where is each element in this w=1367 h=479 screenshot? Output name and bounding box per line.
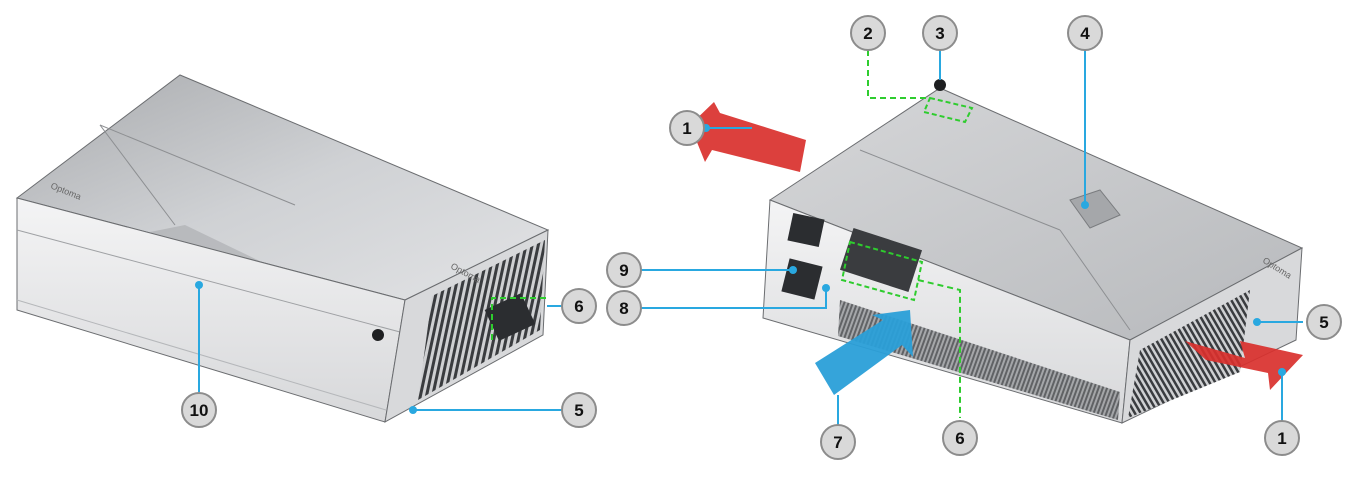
- right-leaders: [640, 50, 1303, 425]
- callout-2-label: 2: [863, 24, 872, 43]
- left-top-groove: [99, 124, 176, 226]
- callout-6-right-label: 6: [955, 429, 964, 448]
- callout-1-top: 1: [669, 110, 705, 146]
- leader-10-dot: [195, 281, 203, 289]
- airflow-arrows: [690, 102, 1303, 395]
- leader-2-box: [922, 96, 974, 124]
- leader-4-dot: [1081, 201, 1089, 209]
- callout-4-label: 4: [1080, 24, 1090, 43]
- right-top-groove-2: [1059, 229, 1131, 331]
- exhaust-arrow-top: [690, 102, 806, 172]
- leader-2-dashed: [867, 50, 930, 99]
- callout-10-label: 10: [190, 401, 209, 420]
- callout-1-bottom: 1: [1264, 420, 1300, 456]
- callout-8: 8: [606, 290, 642, 326]
- left-io-ports: [484, 293, 536, 341]
- callout-5-right: 5: [1306, 304, 1342, 340]
- callout-5-right-label: 5: [1319, 313, 1328, 332]
- callouts: 6 5 10 1 2 3 4 5: [181, 15, 1342, 460]
- leader-9-dot: [789, 266, 797, 274]
- left-leaders: [195, 281, 562, 414]
- leader-8: [640, 288, 827, 309]
- right-lens-window: [1069, 189, 1121, 229]
- callout-3: 3: [922, 15, 958, 51]
- projector-right-view: Optoma: [762, 79, 1304, 424]
- callout-6-right: 6: [942, 420, 978, 456]
- left-top-groove-2: [99, 124, 296, 206]
- left-side-vents: [418, 240, 545, 400]
- callout-1-top-label: 1: [682, 119, 691, 138]
- right-ir-receiver: [934, 79, 946, 91]
- callout-7-label: 7: [833, 433, 842, 452]
- callout-8-label: 8: [619, 299, 628, 318]
- exhaust-arrow-right: [1185, 341, 1303, 390]
- leader-1-bottom-dot: [1278, 368, 1286, 376]
- right-top-groove: [859, 149, 1061, 231]
- callout-9-label: 9: [619, 261, 628, 280]
- callout-3-label: 3: [935, 24, 944, 43]
- right-power-inlet: [787, 212, 825, 248]
- left-power-button: [372, 329, 384, 341]
- callout-2: 2: [850, 15, 886, 51]
- callout-5-left-label: 5: [574, 401, 583, 420]
- callout-7: 7: [820, 424, 856, 460]
- callout-10: 10: [181, 392, 217, 428]
- callout-6-left: 6: [561, 288, 597, 324]
- right-side-vents: [1128, 290, 1250, 418]
- callout-4: 4: [1067, 15, 1103, 51]
- callout-9: 9: [606, 252, 642, 288]
- callout-1-bottom-label: 1: [1277, 429, 1286, 448]
- callout-6-left-label: 6: [574, 297, 583, 316]
- leader-5-right-dot: [1253, 318, 1261, 326]
- left-front-seam: [16, 229, 401, 333]
- leader-6-right-box: [840, 240, 924, 302]
- callout-5-left: 5: [561, 392, 597, 428]
- projector-left-view: Optoma Optoma: [15, 74, 550, 423]
- leader-6-right-dashed: [917, 279, 961, 418]
- left-front-seam-2: [16, 299, 387, 411]
- leader-8-dot: [822, 284, 830, 292]
- intake-arrow: [815, 310, 913, 395]
- leader-6-left-dashed: [491, 297, 547, 340]
- leader-5-left-dot: [409, 406, 417, 414]
